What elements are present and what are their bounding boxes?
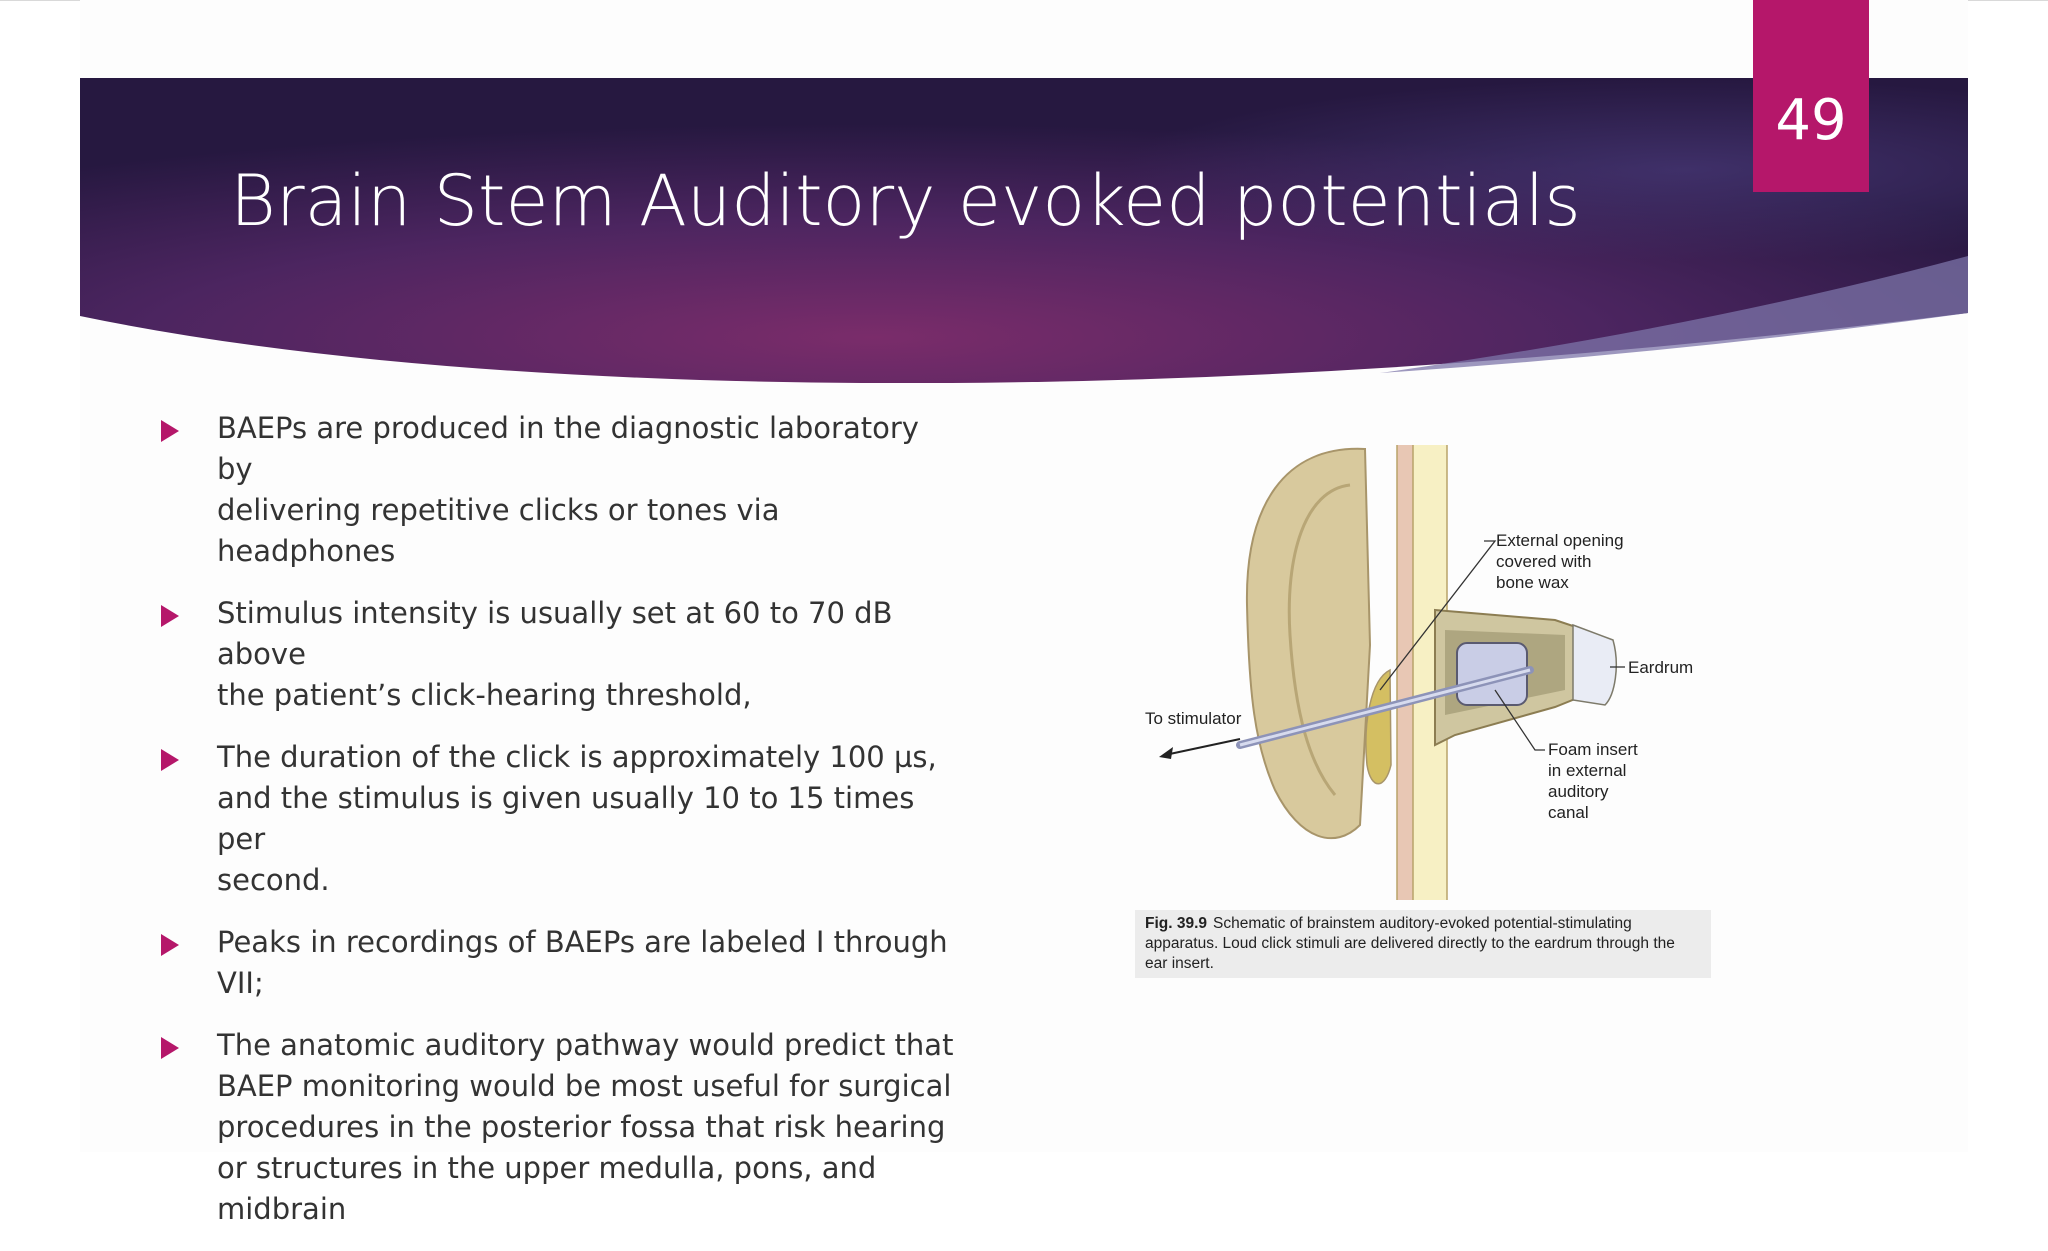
skin-layer	[1397, 445, 1413, 900]
label-foam-insert: auditory	[1548, 782, 1609, 801]
page-number-badge: 49	[1753, 0, 1869, 192]
title-banner	[80, 78, 1968, 383]
label-eardrum: Eardrum	[1628, 658, 1693, 677]
auricle-shape	[1245, 447, 1372, 840]
bullet-item: Stimulus intensity is usually set at 60 …	[160, 593, 960, 716]
eardrum-shape	[1572, 623, 1618, 706]
bullet-text: Peaks in recordings of BAEPs are labeled…	[217, 925, 948, 1000]
caption-label: Fig. 39.9	[1145, 915, 1208, 932]
bullet-arrow-icon	[161, 420, 179, 442]
bullet-list: BAEPs are produced in the diagnostic lab…	[160, 408, 960, 1251]
bullet-arrow-icon	[161, 749, 179, 771]
label-external-opening: covered with	[1496, 552, 1591, 571]
label-foam-insert: in external	[1548, 761, 1626, 780]
label-foam-insert: Foam insert	[1548, 740, 1638, 759]
page-number: 49	[1775, 88, 1847, 153]
label-to-stimulator: To stimulator	[1145, 709, 1242, 728]
label-foam-insert: canal	[1548, 803, 1589, 822]
bullet-item: The anatomic auditory pathway would pred…	[160, 1025, 960, 1230]
bullet-arrow-icon	[161, 605, 179, 627]
bullet-arrow-icon	[161, 1037, 179, 1059]
label-external-opening: bone wax	[1496, 573, 1569, 592]
bullet-text: Stimulus intensity is usually set at 60 …	[217, 596, 893, 712]
bullet-text: BAEPs are produced in the diagnostic lab…	[217, 411, 919, 568]
stimulator-arrow	[1164, 738, 1241, 756]
caption-text: Schematic of brainstem auditory-evoked p…	[1145, 915, 1675, 972]
bullet-item: BAEPs are produced in the diagnostic lab…	[160, 408, 960, 572]
label-external-opening: External opening	[1496, 531, 1624, 550]
slide-title: Brain Stem Auditory evoked potentials	[230, 160, 1581, 242]
bullet-text: The duration of the click is approximate…	[217, 740, 937, 897]
bullet-text: The anatomic auditory pathway would pred…	[217, 1028, 954, 1226]
bullet-arrow-icon	[161, 934, 179, 956]
bullet-item: Peaks in recordings of BAEPs are labeled…	[160, 922, 960, 1004]
ear-insert-diagram: External opening covered with bone wax E…	[1145, 445, 1693, 900]
bullet-item: The duration of the click is approximate…	[160, 737, 960, 901]
